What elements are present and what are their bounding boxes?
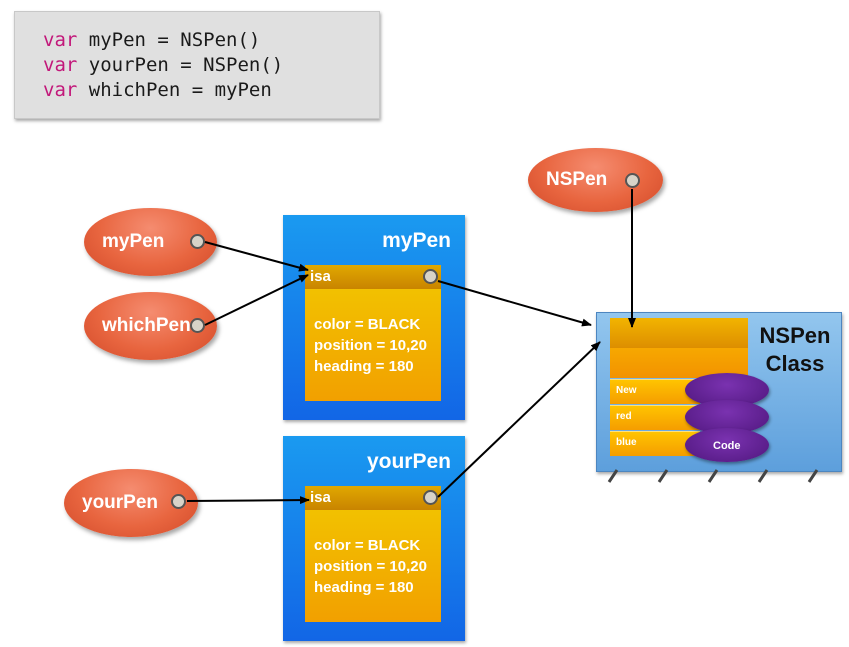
isa-label: isa [310, 489, 331, 506]
property-position: position = 10,20 [314, 558, 427, 575]
method-label: red [616, 411, 632, 422]
keyword-var: var [43, 54, 78, 76]
property-heading: heading = 180 [314, 579, 414, 596]
oval-label: myPen [102, 231, 165, 252]
property-heading: heading = 180 [314, 358, 414, 375]
yourpen-object: yourPen isa color = BLACK position = 10,… [283, 436, 465, 641]
property-color: color = BLACK [314, 316, 421, 333]
keyword-var: var [43, 29, 78, 51]
code-label: Code [713, 440, 741, 452]
method-label: blue [616, 437, 637, 448]
code-text: yourPen = NSPen() [77, 54, 284, 76]
class-legs [607, 469, 819, 483]
keyword-var: var [43, 79, 78, 101]
pointer-knob [190, 318, 205, 333]
pointer-knob [423, 269, 438, 284]
arrow-yourpen-to-object [186, 496, 310, 505]
instance-panel: isa color = BLACK position = 10,20 headi… [305, 265, 441, 401]
method-row-blue: blue [610, 431, 700, 456]
oval-label: whichPen [102, 315, 191, 336]
pointer-knob [171, 494, 186, 509]
isa-bar: isa [305, 486, 441, 510]
nspen-oval: NSPen [528, 148, 663, 212]
mypen-object: myPen isa color = BLACK position = 10,20… [283, 215, 465, 420]
code-text: myPen = NSPen() [77, 29, 261, 51]
arrow-yourpen-isa-to-class [437, 341, 601, 498]
arrow-whichpen-to-object [204, 274, 309, 326]
property-position: position = 10,20 [314, 337, 427, 354]
oval-label: yourPen [82, 492, 159, 513]
class-title-line: Class [765, 351, 825, 376]
class-title-line: NSPen [759, 323, 831, 348]
pointer-knob [190, 234, 205, 249]
property-color: color = BLACK [314, 537, 421, 554]
object-title: yourPen [366, 450, 451, 473]
arrow-mypen-isa-to-class [437, 280, 592, 327]
code-line-2: var yourPen = NSPen() [43, 54, 283, 76]
isa-bar: isa [305, 265, 441, 289]
code-line-1: var myPen = NSPen() [43, 29, 260, 51]
isa-label: isa [310, 268, 331, 285]
pointer-knob [423, 490, 438, 505]
code-snippet: var myPen = NSPen() var yourPen = NSPen(… [14, 11, 380, 119]
object-title: myPen [382, 229, 451, 252]
instance-panel: isa color = BLACK position = 10,20 headi… [305, 486, 441, 622]
code-line-3: var whichPen = myPen [43, 79, 272, 101]
method-label: New [616, 385, 637, 396]
oval-label: NSPen [546, 169, 608, 190]
code-oval [685, 428, 769, 462]
code-text: whichPen = myPen [77, 79, 272, 101]
pointer-knob [625, 173, 640, 188]
arrow-mypen-to-object [204, 241, 309, 272]
